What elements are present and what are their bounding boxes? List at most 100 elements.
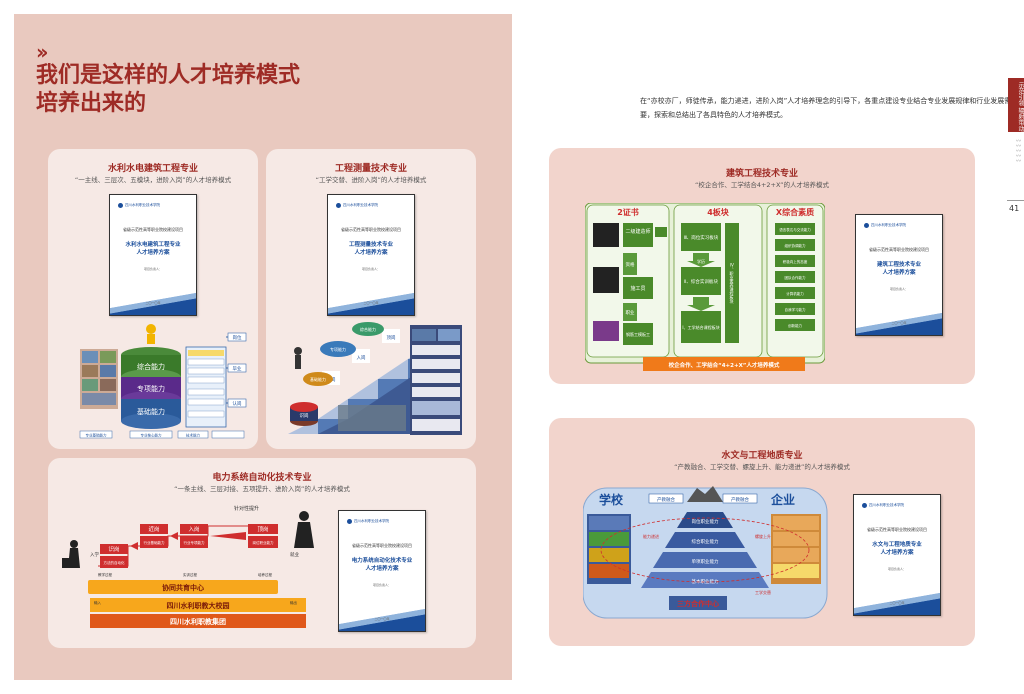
module-internship: Ⅲ、岗位实习板块 <box>684 234 719 241</box>
quality-language: 语言表达与交流能力 <box>779 227 811 232</box>
doc-wave-decoration <box>854 593 940 615</box>
logo-mark-icon <box>862 503 867 508</box>
card-engineering-survey: 工程测量技术专业 “工学交替、进阶入岗”的人才培养模式 四川水利职业技术学院 省… <box>266 149 476 449</box>
quality-attitude: 积极向上的态度 <box>783 259 808 264</box>
card-title: 工程测量技术专业 <box>334 164 407 174</box>
step-recognize: 识岗 <box>108 546 119 553</box>
step-in: 入岗 <box>188 526 199 533</box>
hydrology-center: 三方合作中心 <box>677 599 719 608</box>
level-comprehensive: 综合能力 <box>137 362 165 371</box>
doc-title: 建筑工程技术专业人才培养方案 <box>876 262 921 276</box>
ability-comprehensive: 综合能力 <box>360 326 376 332</box>
module-course: Ⅰ、工学结合课程板块 <box>682 324 719 330</box>
doc-title: 电力系统自动化技术专业人才培养方案 <box>351 558 413 572</box>
quality-computer: 计算机能力 <box>786 291 804 296</box>
ability-special: 专项能力 <box>330 346 346 352</box>
step-top: 顶岗 <box>257 526 268 533</box>
section-side-tab: 示范引领 辐射带动 <box>1008 78 1024 132</box>
training-plan-document: 四川水利职业技术学院 省级示范性高等职业院校建设项目 建筑工程技术专业人才培养方… <box>855 214 943 336</box>
diagram-hydraulic: 综合能力 专项能力 基础能力 岗位 毕业 认岗 专业基础能力 <box>79 324 247 439</box>
training-plan-document: 四川水利职业技术学院 省级示范性高等职业院校建设项目 电力系统自动化技术专业人才… <box>338 510 426 632</box>
col-certificates: 2证书 <box>617 207 639 217</box>
school-logo: 四川水利职业技术学院 <box>118 203 160 208</box>
label-targeted: 针对性提升 <box>234 505 259 512</box>
step-item-post: 岗位职业能力 <box>253 540 274 545</box>
diagram-survey: 出岗 入岗 顶岗 识岗 专项能力 基础能力 综合能力 <box>288 322 462 435</box>
page-number-rule <box>1007 200 1024 201</box>
label-enroll: 入学 <box>90 551 99 558</box>
level-specialized: 专项能力 <box>137 384 165 393</box>
logo-mark-icon <box>864 223 869 228</box>
card-subtitle: “校企合作、工学结合4+2+X”的人才培养模式 <box>694 181 830 189</box>
card-hydrology-geology: 水文与工程地质专业 “产教融合、工学交替、螺旋上升、能力递进”的人才培养模式 学… <box>549 418 975 646</box>
step-in: 入岗 <box>357 354 366 361</box>
label-post: 岗位 <box>233 334 242 341</box>
col-quality: X综合素质 <box>776 207 814 217</box>
label-employment: 就业 <box>290 551 299 558</box>
doc-date: 二〇一〇年 <box>889 601 905 605</box>
doc-date: 二〇一〇年 <box>374 617 390 621</box>
mini-training: 培养过程 <box>258 572 272 577</box>
layer-comprehensive: 综合职业能力 <box>692 538 719 545</box>
label-recognize: 认岗 <box>233 400 242 407</box>
diagram-power: 入学 针对性提升 识岗 方法的自动化 近岗 行业基础能力 入岗 行业专项能力 顶… <box>62 505 314 628</box>
school-calligraphy-logo: 〰〰〰〰〰 <box>1015 138 1021 163</box>
mini-practice: 实训过程 <box>183 572 197 577</box>
double-chevron-icon: ›› <box>36 40 49 64</box>
label-school: 学校 <box>599 492 624 507</box>
label-graduate: 毕业 <box>233 365 242 372</box>
label-integration-left: 产教融合 <box>657 496 675 503</box>
intro-paragraph: 在“亦校亦厂，师徒传承，能力递进，进阶入岗”人才培养理念的引导下，各重点建设专业… <box>640 97 1012 119</box>
doc-title: 水利水电建筑工程专业人才培养方案 <box>125 242 181 256</box>
layer-single: 单项职业能力 <box>692 558 719 565</box>
module-degree: 学历 <box>697 258 705 264</box>
card-construction-engineering: 建筑工程技术专业 “校企合作、工学结合4+2+X”的人才培养模式 2证书 4板块… <box>549 148 975 384</box>
quality-innovation: 创新能力 <box>788 323 802 328</box>
band-campus: 四川水利职教大校园 <box>167 601 230 610</box>
bottom-tech: 技术能力 <box>186 433 200 438</box>
cert-constructor-staff: 施工员 <box>630 285 645 292</box>
cert-worker: 钢筋工模板工 <box>626 331 650 337</box>
mini-alternate: 工学交替 <box>755 589 771 595</box>
training-plan-document: 四川水利职业技术学院 省级示范性高等职业院校建设项目 水文与工程地质专业人才培养… <box>853 494 941 616</box>
layer-basic: 基本职业能力 <box>692 578 719 585</box>
doc-project: 省级示范性高等职业院校建设项目 <box>869 247 929 252</box>
school-logo: 四川水利职业技术学院 <box>336 203 378 208</box>
card-title: 建筑工程技术专业 <box>725 169 798 179</box>
mini-spiral: 螺旋上升 <box>755 533 771 539</box>
doc-title: 工程测量技术专业人才培养方案 <box>348 242 393 256</box>
diagram-hydrology: 学校 企业 产教融合 产教融合 岗位职业能力 综合职业能力 单项职业能力 基本 <box>583 486 828 619</box>
doc-meta: 项目负责人： <box>889 287 908 291</box>
training-plan-document: 四川水利职业技术学院 省级示范性高等职业院校建设项目 水利水电建筑工程专业人才培… <box>109 194 197 316</box>
card-subtitle: “产教融合、工学交替、螺旋上升、能力递进”的人才培养模式 <box>674 463 850 471</box>
school-logo: 四川水利职业技术学院 <box>862 503 904 508</box>
doc-date: 二〇一〇年 <box>363 301 379 305</box>
doc-meta: 项目负责人： <box>361 267 380 271</box>
card-power-automation: 电力系统自动化技术专业 “一条主线、三层对接、五项提升、进阶入岗”的人才培养模式… <box>48 458 476 648</box>
step-item-special: 行业专项能力 <box>184 540 205 545</box>
card-title: 水文与工程地质专业 <box>721 451 803 461</box>
doc-meta: 项目负责人： <box>143 267 162 271</box>
doc-meta: 项目负责人： <box>372 583 391 587</box>
card-title: 电力系统自动化技术专业 <box>212 473 312 483</box>
step-near: 近岗 <box>148 525 159 533</box>
band-collab-center: 协同共育中心 <box>162 583 204 592</box>
doc-meta: 项目负责人： <box>887 567 906 571</box>
ability-basic: 基础能力 <box>310 376 326 382</box>
step-item-basic: 行业基础能力 <box>144 540 165 545</box>
doc-project: 省级示范性高等职业院校建设项目 <box>867 527 927 532</box>
mini-output: 输出 <box>290 600 298 605</box>
quality-coordination: 组织协调能力 <box>785 243 806 248</box>
construction-bottom-banner: 校企合作、工学结合“4+2+X”人才培养模式 <box>669 361 780 369</box>
doc-title: 水文与工程地质专业人才培养方案 <box>872 542 922 556</box>
doc-project: 省级示范性高等职业院校建设项目 <box>352 543 412 548</box>
mini-progression: 能力递进 <box>643 533 659 539</box>
headline-line2: 培养出来的 <box>36 91 147 116</box>
doc-date: 二〇一〇年 <box>145 301 161 305</box>
training-plan-document: 四川水利职业技术学院 省级示范性高等职业院校建设项目 工程测量技术专业人才培养方… <box>327 194 415 316</box>
step-top: 顶岗 <box>387 334 396 341</box>
diagram-construction: 2证书 4板块 X综合素质 二级建造师 资格 施工员 职业 钢筋工模板工 Ⅲ、岗… <box>585 203 825 371</box>
level-basic: 基础能力 <box>137 407 165 416</box>
card-subtitle: “一条主线、三层对接、五项提升、进阶入岗”的人才培养模式 <box>174 485 350 493</box>
label-integration-right: 产教融合 <box>731 496 749 503</box>
